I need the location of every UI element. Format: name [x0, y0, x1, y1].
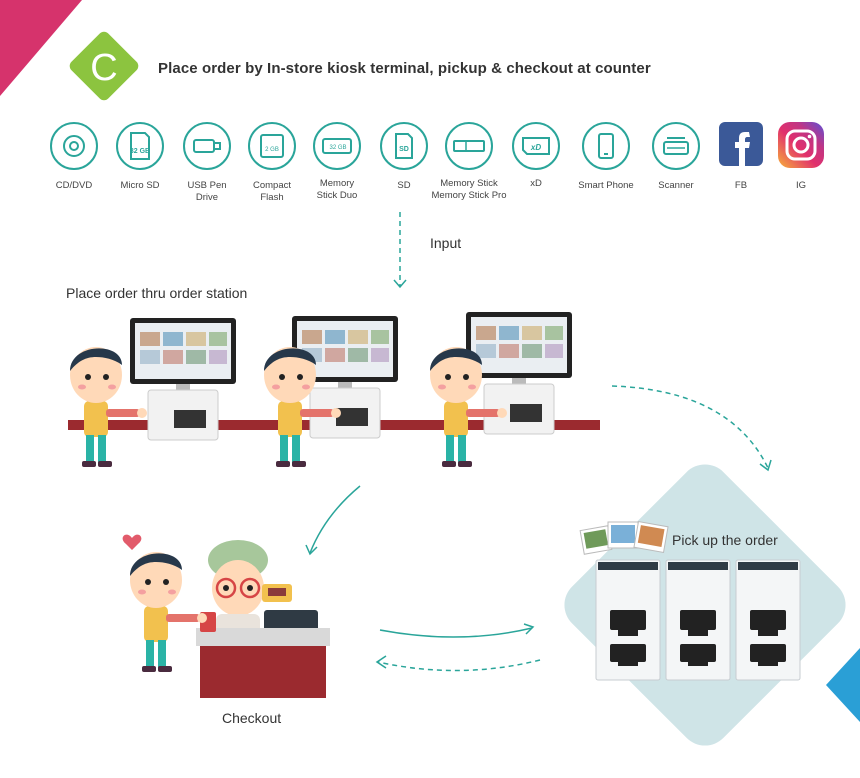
compact-flash-capacity: 2 GB	[265, 147, 279, 153]
sd-card-text: SD	[399, 146, 409, 153]
label-ig: IG	[795, 180, 807, 191]
memory-stick-icon	[445, 122, 493, 170]
facebook-icon	[719, 122, 763, 166]
cd-dvd-icon	[50, 122, 98, 170]
input-label: Input	[430, 235, 462, 251]
label-smart-phone: Smart Phone	[578, 180, 634, 191]
memory-stick-duo-capacity: 32 GB	[329, 145, 346, 151]
scanner-icon	[652, 122, 700, 170]
usb-drive-icon	[183, 122, 231, 170]
label-micro-sd: Micro SD	[120, 180, 160, 191]
badge-letter: C	[90, 47, 117, 89]
pink-corner-decoration	[0, 0, 82, 96]
order-station-label: Place order thru order station	[66, 285, 248, 301]
xd-card-text: xD	[530, 143, 541, 152]
pickup-label: Pick up the order	[672, 532, 778, 548]
section-badge-c: C	[69, 31, 139, 101]
label-compact-flash: Compact Flash	[252, 180, 291, 203]
page-title: Place order by In-store kiosk terminal, …	[158, 60, 651, 77]
label-usb-pen-drive: USB Pen Drive	[187, 180, 227, 203]
label-memory-stick-duo: Memory Stick Duo	[316, 178, 358, 201]
instagram-icon	[778, 122, 824, 168]
label-cd-dvd: CD/DVD	[55, 180, 93, 191]
xd-card-icon: xD	[512, 122, 560, 170]
sd-card-icon: SD	[380, 122, 428, 170]
label-sd: SD	[397, 180, 411, 191]
label-memory-stick: Memory Stick Memory Stick Pro	[431, 178, 507, 201]
checkout-label: Checkout	[222, 710, 282, 726]
blue-corner-decoration	[826, 648, 860, 722]
label-scanner: Scanner	[658, 180, 694, 191]
micro-sd-icon: 32 GB	[116, 122, 164, 170]
smartphone-icon	[582, 122, 630, 170]
label-xd: xD	[530, 178, 542, 189]
compact-flash-icon: 2 GB	[248, 122, 296, 170]
label-fb: FB	[734, 180, 748, 191]
memory-stick-duo-icon: 32 GB	[313, 122, 361, 170]
micro-sd-capacity: 32 GB	[130, 148, 150, 155]
